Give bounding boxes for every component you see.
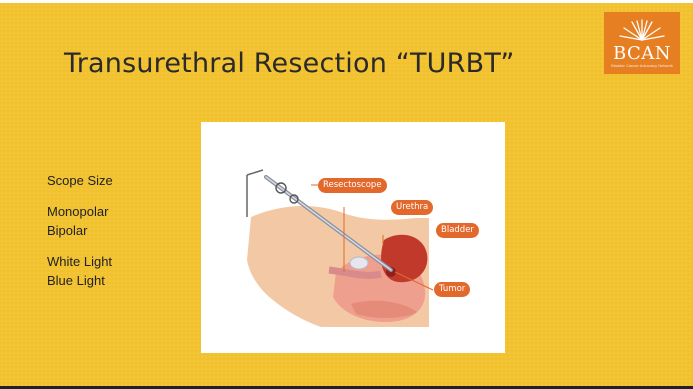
bullet-item: White Light <box>47 252 113 271</box>
turbt-illustration: Resectoscope Urethra Bladder Tumor <box>201 122 505 353</box>
bullet-item: Bipolar <box>47 221 113 240</box>
pubic-bone <box>350 257 368 269</box>
label-urethra: Urethra <box>391 200 433 215</box>
bullet-item: Blue Light <box>47 271 113 290</box>
label-tumor: Tumor <box>434 282 470 297</box>
slide-title: Transurethral Resection “TURBT” <box>64 48 515 79</box>
bullet-item: Scope Size <box>47 171 113 190</box>
label-bladder: Bladder <box>436 223 479 238</box>
bullet-group-energy: Monopolar Bipolar <box>47 202 113 240</box>
bullet-item: Monopolar <box>47 202 113 221</box>
bullet-group-scope: Scope Size <box>47 171 113 190</box>
bcan-logo: BCAN Bladder Cancer Advocacy Network <box>604 12 680 74</box>
bullet-group-light: White Light Blue Light <box>47 252 113 290</box>
logo-tagline: Bladder Cancer Advocacy Network <box>606 63 678 68</box>
logo-text: BCAN <box>604 43 680 64</box>
label-resectoscope: Resectoscope <box>318 178 387 193</box>
bullet-list: Scope Size Monopolar Bipolar White Light… <box>47 171 113 302</box>
